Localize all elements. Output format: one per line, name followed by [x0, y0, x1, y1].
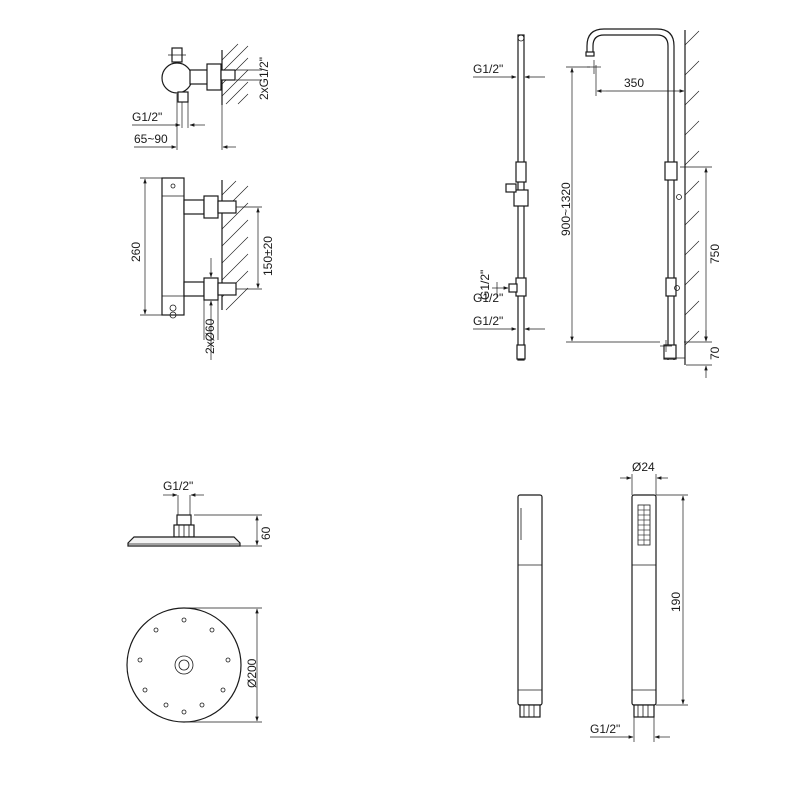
head-center-nut: [174, 655, 194, 675]
head-nozzles: [137, 617, 231, 715]
riser-bottom-thread-label: G1/2": [473, 314, 503, 328]
handshower-thread-label: G1/2": [590, 722, 620, 736]
riser-arm-length-label: 350: [624, 76, 644, 90]
riser-bottom-offset-label: 70: [708, 346, 722, 360]
handshower-length-label: 190: [669, 592, 683, 612]
head-side-view: G1/2" 60: [127, 479, 273, 547]
head-thread-label: G1/2": [163, 479, 193, 493]
wall-hatch-riser: [684, 30, 700, 365]
valve-inlet-thread-label: G1/2": [132, 110, 162, 124]
valve-knob: [161, 62, 193, 94]
riser-bracket-span-label: 750: [708, 244, 722, 264]
riser-slider-front: [664, 161, 678, 181]
valve-top-view: 2xG1/2" G1/2" 65~90: [132, 43, 271, 150]
shower-arm-tip: [585, 51, 595, 57]
handshower-front-view: Ø24 190 G1/2": [590, 460, 688, 742]
valve-front-view: 260 150±20 2xØ60: [129, 177, 275, 360]
head-plate-side: [127, 536, 241, 547]
valve-side-thread-label: 2xG1/2": [257, 57, 271, 100]
handshower-diameter-label: Ø24: [632, 460, 655, 474]
valve-height-label: 260: [129, 242, 143, 262]
head-diameter-label: Ø200: [245, 658, 259, 688]
riser-mid-thread-label-b: G1/2": [473, 291, 503, 305]
head-plan-view: Ø200: [126, 607, 262, 723]
valve-centers-label: 150±20: [261, 236, 275, 276]
riser-side-view: G1/2" G1/2" G1/2" G1/2": [473, 34, 545, 361]
riser-mid-thread-label-a: G1/2": [478, 270, 492, 300]
riser-slider-side: [513, 189, 529, 207]
handshower-thread-front: [633, 704, 655, 718]
handshower-side-view: [517, 494, 543, 718]
riser-top-thread-label: G1/2": [473, 62, 503, 76]
valve-depth-label: 65~90: [134, 132, 168, 146]
head-height-label: 60: [259, 526, 273, 540]
riser-front-view: 350 900~1320 750 70: [559, 28, 722, 378]
riser-height-label: 900~1320: [559, 182, 573, 236]
riser-pipe-inner: [586, 28, 675, 360]
handshower-thread-side: [519, 704, 541, 718]
head-plate-plan: [126, 607, 242, 723]
handshower-body-side: [517, 494, 543, 706]
valve-body-front: [161, 177, 185, 316]
riser-pipe-outer: [592, 34, 669, 360]
head-connector-thread: [176, 514, 192, 526]
valve-escutcheon-top: [206, 63, 222, 91]
valve-escutcheon-label: 2xØ60: [203, 318, 217, 354]
